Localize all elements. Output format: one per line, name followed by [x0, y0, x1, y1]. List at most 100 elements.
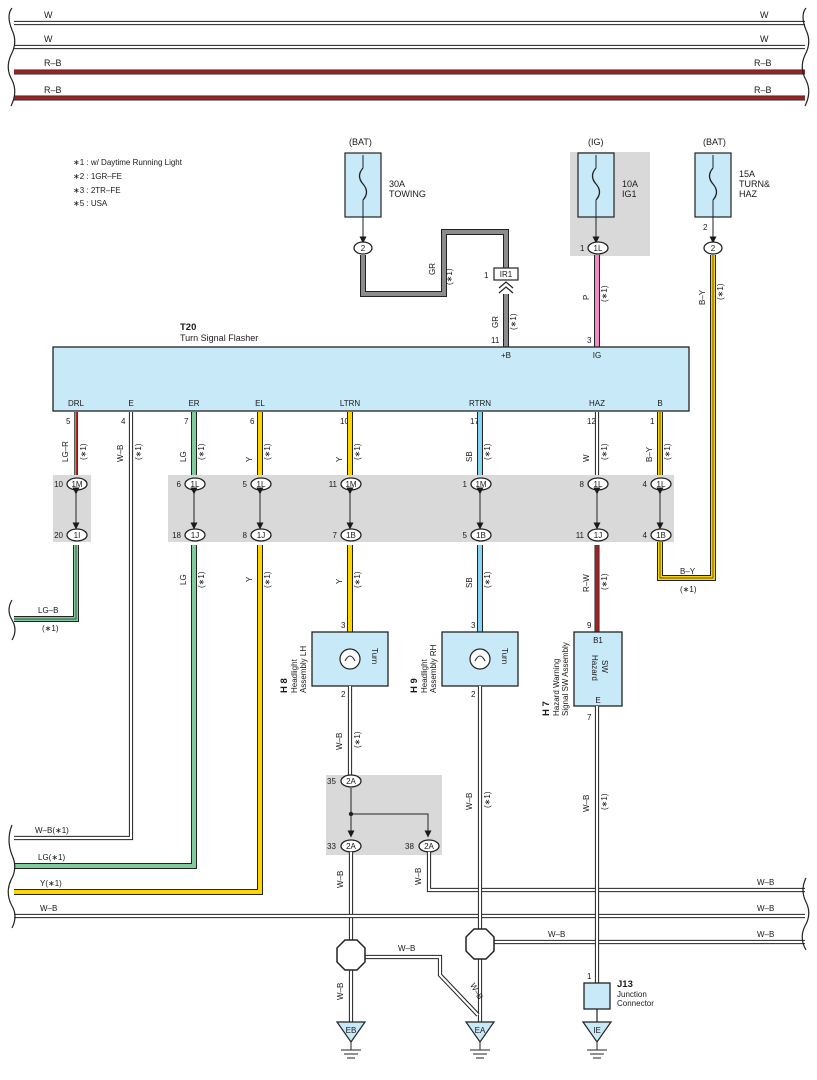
bus-label-left: R–B [44, 85, 62, 95]
conn-oval [650, 528, 672, 542]
wire-label: GR [491, 316, 500, 328]
down-wire: B–Y(∗1) [645, 412, 672, 478]
headlight-assembly-lh: Turn H 8 Headlight Assembly LH 2 [279, 631, 389, 699]
component-name-1: Headlight [420, 658, 429, 693]
wire-note: (∗1) [600, 573, 609, 590]
wire-label: W–B [468, 982, 484, 1002]
right-brace-mark [801, 7, 810, 107]
wire-note: (∗1) [79, 443, 88, 460]
ground-eb: EB [335, 1021, 367, 1059]
flasher-terminal: EL6 [250, 399, 265, 426]
note-4: ∗5 : USA [73, 199, 108, 208]
pin-number: 5 [463, 531, 468, 540]
conn-code: 1B [476, 531, 486, 540]
wire-wb-haz-j13: W–B (∗1) 1 [582, 706, 609, 983]
terminal-label: LTRN [340, 399, 361, 408]
wire-label: W–B [582, 795, 591, 812]
fuse-source: (BAT) [349, 137, 372, 147]
pin-number: 35 [327, 777, 336, 786]
terminal-b1: B1 [593, 636, 603, 645]
wire-wb-e: W–B (∗1) W–B(∗1) [14, 412, 143, 841]
wire-label: W–B [414, 868, 423, 885]
left-brace-mark [7, 824, 16, 929]
conn-code: 1B [346, 531, 356, 540]
flasher-name: Turn Signal Flasher [180, 333, 258, 343]
pin-number: 1 [650, 417, 655, 426]
pin-number: 33 [327, 842, 336, 851]
wire-note: (∗1) [483, 791, 492, 808]
wire-label: Y [245, 576, 254, 582]
wire-label: Y [245, 456, 254, 462]
wire-wb-rh-ea: W–B (∗1) [465, 686, 492, 1022]
wire-note: (∗1) [680, 585, 697, 594]
pin-number: 5 [66, 417, 71, 426]
pin-number: 9 [587, 621, 592, 630]
pin-number: 8 [243, 531, 248, 540]
down-wire: SB(∗1) [465, 412, 492, 478]
conn-code: 1L [257, 480, 266, 489]
pin-number: 2 [471, 690, 476, 699]
bus-line-w-1: W W [14, 10, 805, 26]
wire-note: (∗1) [663, 443, 672, 460]
component-label: Turn [370, 648, 379, 664]
conn-code: 1J [257, 531, 265, 540]
down-wire: LG–R(∗1) [61, 412, 88, 478]
fuse-turn-haz: (BAT) 15A TURN& HAZ 2 2 [694, 137, 770, 255]
conn-code: 1L [657, 480, 666, 489]
fuse-rating: 10A [622, 179, 638, 189]
conn-oval [340, 774, 362, 788]
wire-y-exit: Y (∗1) Y(∗1) [14, 545, 272, 895]
component-label: Turn [500, 648, 509, 664]
component-code: H 9 [409, 678, 420, 693]
pin-number: 2 [361, 244, 366, 253]
flasher-down-wires: LG–R(∗1)LG(∗1)Y(∗1)Y(∗1)SB(∗1)W(∗1)B–Y(∗… [61, 412, 672, 478]
splice-point-eb [336, 939, 366, 971]
wire-note: (∗1) [263, 571, 272, 588]
wire-wb-2a-right: W–B W–B [414, 852, 805, 893]
conn-code: 1M [345, 480, 356, 489]
conn-code: 1L [594, 480, 603, 489]
pin-number: 7 [184, 417, 189, 426]
wire-rw-haz: R–W (∗1) 9 [582, 545, 609, 632]
component-code: J13 [617, 979, 633, 990]
wire-note: (∗1) [353, 731, 362, 748]
flasher-terminal: B1 [650, 399, 663, 426]
conn-oval [184, 528, 206, 542]
wire-label: SB [465, 451, 474, 462]
right-brace-mark [801, 877, 810, 951]
exit-label: W–B [548, 930, 565, 939]
wire-label: W–B [465, 793, 474, 810]
wire-label: LG [179, 574, 188, 585]
terminal-label: E [128, 399, 133, 408]
terminal-plus-b: +B [501, 351, 511, 360]
conn-code: 2A [424, 842, 434, 851]
wire-note: (∗1) [600, 285, 609, 302]
bus-line-w-2: W W [14, 34, 805, 50]
conn-code: 2A [346, 842, 356, 851]
splice-point-ea [465, 928, 495, 960]
wire-label: SB [465, 577, 474, 588]
flasher-terminal: ER7 [184, 399, 200, 426]
wire-label: GR [428, 263, 437, 275]
conn-oval [66, 528, 88, 542]
exit-label: LG–B [38, 606, 58, 615]
wire-y-lh: Y (∗1) 3 [335, 545, 362, 632]
pin-number: 17 [470, 417, 479, 426]
pin-number: 11 [491, 336, 500, 345]
pin-number: 2 [703, 223, 708, 232]
fuse-source: (IG) [588, 137, 604, 147]
wire-label: W–B [335, 733, 344, 750]
wire-note: (∗1) [600, 793, 609, 810]
fuse-source: (BAT) [703, 137, 726, 147]
note-2: ∗2 : 1GR–FE [73, 172, 122, 181]
terminal-label: HAZ [589, 399, 605, 408]
pin-number: 1 [587, 972, 592, 981]
notes-legend: ∗1 : w/ Daytime Running Light ∗2 : 1GR–F… [73, 158, 183, 208]
